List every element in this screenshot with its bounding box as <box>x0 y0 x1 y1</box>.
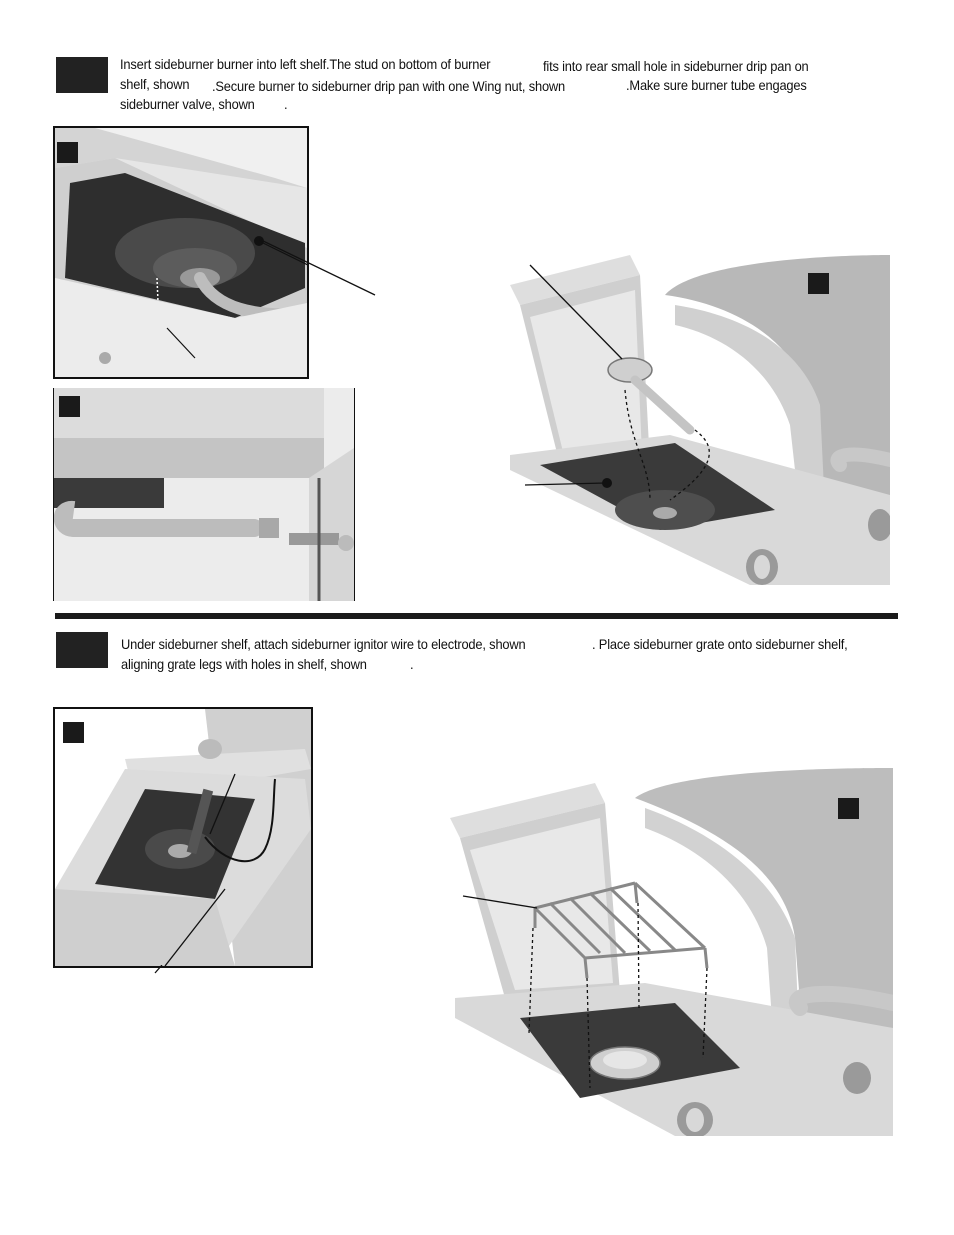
burner-pan-illustration <box>55 128 307 377</box>
detail-figure-burner-in-pan <box>53 126 309 379</box>
step-1-text-line3a: sideburner valve, shown <box>120 96 255 112</box>
detail-tag-c <box>63 722 84 743</box>
grill-grate-illustration <box>445 768 893 1136</box>
step-2-number-box <box>56 632 108 668</box>
step-2-text-line2a: aligning grate legs with holes in shelf,… <box>121 656 367 672</box>
step-2-text-line1b: . Place sideburner grate onto sideburner… <box>592 636 848 652</box>
ignitor-wire-illustration <box>55 709 311 966</box>
detail-figure-burner-valve <box>53 388 355 601</box>
detail-tag-a <box>57 142 78 163</box>
step-1-text-line2a: shelf, shown <box>120 76 190 92</box>
main-figure-grate-install <box>445 768 893 1136</box>
detail-figure-ignitor-wire <box>53 707 313 968</box>
step-2-text-line1a: Under sideburner shelf, attach sideburne… <box>121 636 526 652</box>
section-divider <box>55 613 898 619</box>
leader-line-electrode <box>154 965 163 974</box>
main-figure-sideburner-install <box>500 255 890 585</box>
step-1-text-line1a: Insert sideburner burner into left shelf… <box>120 56 491 72</box>
step-1-text-line2c: .Make sure burner tube engages <box>626 77 807 93</box>
main-tag-step2 <box>838 798 859 819</box>
detail-tag-b <box>59 396 80 417</box>
leader-line-pan <box>257 238 376 296</box>
step-1-text-line3b: . <box>284 96 288 112</box>
step-1-text-line1b: fits into rear small hole in sideburner … <box>543 58 809 74</box>
burner-valve-illustration <box>54 388 354 601</box>
step-1-text-line2b: .Secure burner to sideburner drip pan wi… <box>212 78 566 94</box>
main-tag-step1 <box>808 273 829 294</box>
grill-sideburner-illustration <box>500 255 890 585</box>
step-2-text-line2b: . <box>410 656 414 672</box>
step-1-number-box <box>56 57 108 93</box>
